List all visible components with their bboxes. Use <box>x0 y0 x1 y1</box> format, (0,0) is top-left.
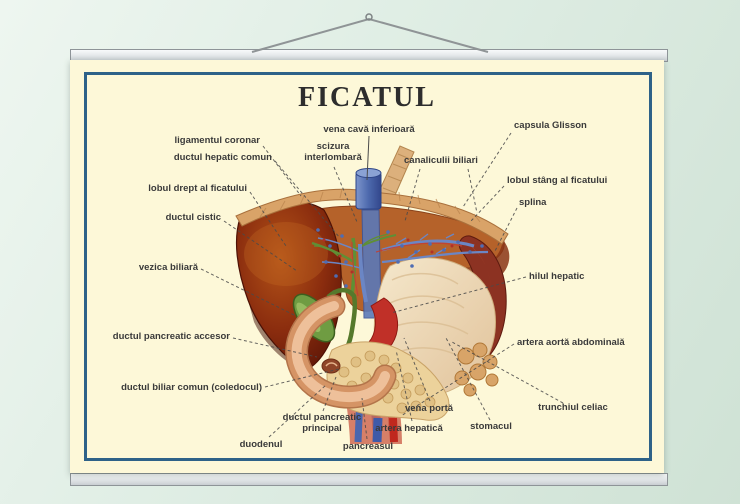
label-artera-hepatica: artera hepatică <box>375 423 443 434</box>
label-lobul-drept: lobul drept al ficatului <box>148 183 247 194</box>
label-artera-aorta-abdominala: artera aortă abdominală <box>517 337 625 348</box>
label-ductul-hepatic-comun: ductul hepatic comun <box>173 152 272 163</box>
label-ductul-pancreatic-accesor: ductul pancreatic accesor <box>112 331 230 342</box>
label-scizura-interlombara: scizura interlombară <box>304 141 362 164</box>
bottom-rail <box>70 473 668 486</box>
label-pancreasul: pancreasul <box>342 441 394 452</box>
label-duodenul: duodenul <box>239 439 283 450</box>
label-vena-cava-inferioara: vena cavă inferioară <box>323 124 415 135</box>
label-vezica-biliara: vezica biliară <box>138 262 198 273</box>
label-capsula-glisson: capsula Glisson <box>514 120 587 131</box>
label-splina: splina <box>519 197 547 208</box>
hanging-string <box>251 13 489 53</box>
label-lobul-stang: lobul stâng al ficatului <box>507 175 608 186</box>
label-ligamentul-coronar: ligamentul coronar <box>174 135 260 146</box>
label-vena-porta: vena portă <box>404 403 454 414</box>
poster-frame-border <box>84 72 652 461</box>
hanging-ring-icon <box>365 13 373 21</box>
page-title: FICATUL <box>298 82 436 113</box>
label-ductul-biliar-comun: ductul biliar comun (coledocul) <box>121 382 262 393</box>
label-ductul-cistic: ductul cistic <box>165 212 221 223</box>
label-stomacul: stomacul <box>470 421 512 432</box>
label-ductul-pancreatic-principal: ductul pancreatic principal <box>282 412 362 435</box>
label-hilul-hepatic: hilul hepatic <box>529 271 585 282</box>
label-trunchiul-celiac: trunchiul celiac <box>538 402 608 413</box>
label-canaliculii-biliari: canaliculii biliari <box>404 155 478 166</box>
